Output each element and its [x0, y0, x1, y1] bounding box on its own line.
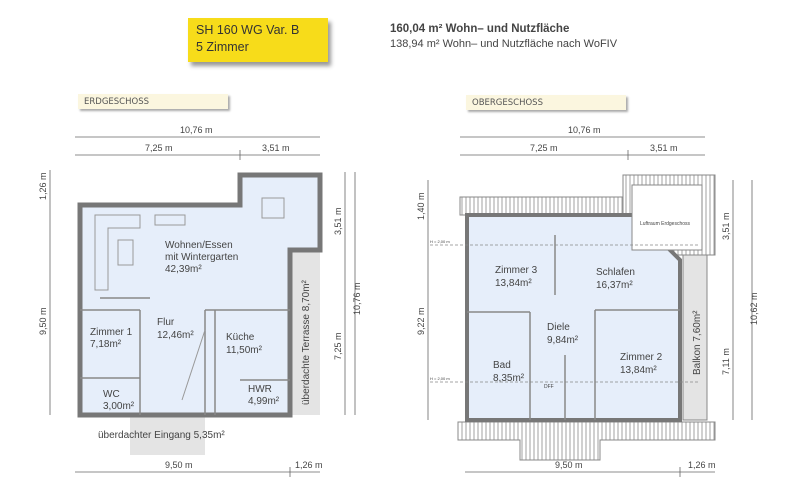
label: 1,26 m: [295, 460, 323, 470]
room-area: 3,00m²: [103, 401, 135, 412]
label: 9,50 m: [165, 460, 193, 470]
room-area: 7,18m²: [90, 339, 122, 350]
height-marker: H = 2,00 m: [430, 239, 450, 244]
terrace-label: überdachte Terrasse 8,70m²: [301, 279, 312, 405]
label: 9,50 m: [555, 460, 583, 470]
label: Diele: [547, 322, 570, 333]
room-name: Küche: [226, 332, 255, 343]
label: 1,26 m: [688, 460, 716, 470]
label: 3,51 m: [333, 207, 343, 235]
label: Zimmer 3: [495, 265, 538, 276]
rooms-count: 5 Zimmer: [196, 40, 249, 54]
room-name: WC: [103, 389, 120, 400]
balcony-area: [682, 254, 708, 421]
dff-label: DFF: [544, 384, 554, 390]
room-area: 42,39m²: [165, 264, 202, 275]
upper-floor-plan: Zimmer 3 13,84m² Schlafen 16,37m² Diele …: [416, 125, 759, 470]
interior-walls: [80, 297, 290, 415]
room-area: 4,99m²: [248, 396, 280, 407]
room-area: 11,50m²: [226, 345, 263, 356]
label: 1,26 m: [38, 172, 48, 200]
area-summary: 160,04 m² Wohn– und Nutzfläche 138,94 m²…: [390, 22, 617, 52]
area-total: 160,04 m² Wohn– und Nutzfläche: [390, 23, 570, 35]
label: 13,84m²: [495, 278, 532, 289]
label: Bad: [493, 360, 511, 371]
upper-floor-label: OBERGESCHOSS: [466, 95, 626, 110]
label: Schlafen: [596, 267, 635, 278]
upper-floor-walls: [465, 213, 682, 422]
terrace-area: [290, 250, 320, 415]
room-name: HWR: [248, 384, 272, 395]
model-name: SH 160 WG Var. B: [196, 23, 300, 37]
room-name-extra: mit Wintergarten: [165, 252, 238, 263]
label: Zimmer 2: [620, 352, 663, 363]
label: 7,25 m: [333, 332, 343, 360]
roof-overhang-top: [459, 196, 626, 216]
interior-walls: [430, 235, 700, 420]
label: 16,37m²: [596, 280, 633, 291]
area-wofiv: 138,94 m² Wohn– und Nutzfläche nach WoFI…: [390, 38, 618, 50]
label: 9,84m²: [547, 335, 579, 346]
dimension-lines: [49, 136, 753, 477]
entrance-label: überdachter Eingang 5,35m²: [98, 430, 225, 441]
label: 7,25 m: [145, 143, 173, 153]
label: 8,35m²: [493, 373, 525, 384]
label: 3,51 m: [262, 143, 290, 153]
label: 10,76 m: [568, 125, 601, 135]
entrance-canopy: [130, 415, 205, 455]
label: 7,25 m: [530, 143, 558, 153]
model-badge: SH 160 WG Var. B 5 Zimmer: [188, 18, 328, 62]
room-name: Wohnen/Essen: [165, 240, 233, 251]
label: 10,76 m: [352, 282, 362, 315]
label: 9,50 m: [38, 307, 48, 335]
ground-floor-label: ERDGESCHOSS: [78, 94, 228, 109]
label: 7,11 m: [721, 348, 731, 375]
ground-floor-plan: Wohnen/Essen mit Wintergarten 42,39m² Zi…: [38, 125, 362, 470]
label: 1,40 m: [416, 192, 426, 220]
label: 13,84m²: [620, 365, 657, 376]
label: 10,62 m: [749, 292, 759, 325]
label: 3,51 m: [721, 212, 731, 240]
furniture: [94, 197, 285, 401]
void-label: Luftraum Erdgeschoss: [640, 221, 691, 227]
label: 9,22 m: [416, 307, 426, 335]
room-name: Flur: [157, 317, 175, 328]
balcony-label: Balkon 7,60m²: [692, 310, 703, 375]
height-marker: H = 2,00 m: [430, 376, 450, 381]
room-name: Zimmer 1: [90, 327, 133, 338]
label: 10,76 m: [180, 125, 213, 135]
label: 3,51 m: [650, 143, 678, 153]
room-area: 12,46m²: [157, 330, 194, 341]
roof-overhang-bottom: [457, 421, 716, 461]
